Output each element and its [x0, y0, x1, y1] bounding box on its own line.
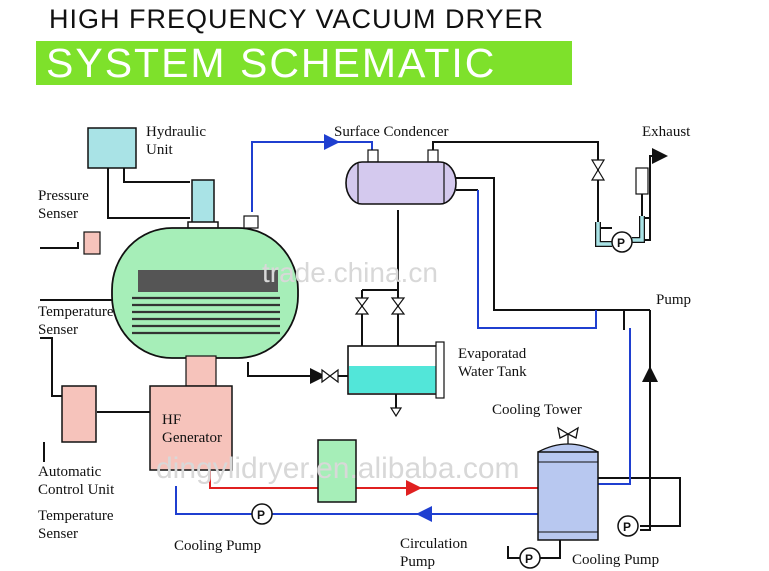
water-chiller-box [317, 439, 357, 503]
vessel-electrode-plates [132, 270, 280, 335]
vessel-outlet [243, 215, 259, 229]
evaporated-tank-label: Evaporatad [458, 346, 527, 362]
cooling-tower-label: Cooling Tower [492, 402, 582, 418]
surface-condenser-label: Surface Condencer [334, 124, 449, 140]
hydraulic-cylinder [191, 179, 215, 225]
vacuum-pump-loop-fill [596, 216, 644, 246]
circulation-pump-label-2: Pump [400, 554, 435, 570]
tank-water-level [349, 366, 439, 393]
cooling-pump-right-label: Cooling Pump [572, 552, 659, 568]
automatic-control-unit-box [61, 385, 97, 443]
tank-drain-valve [389, 407, 403, 418]
circulation-pump-label: Circulation [400, 536, 468, 552]
hf-generator-label-2: Generator [162, 430, 222, 446]
circulation-pump-icon: P [519, 547, 541, 569]
svg-text:P: P [257, 508, 265, 522]
temperature-sensor-label-2: Senser [38, 322, 78, 338]
watermark-bottom: dingylidryer.en.alibaba.com [156, 452, 520, 485]
surface-condenser-shell [345, 161, 457, 205]
temperature-sensor-bottom-label-2: Senser [38, 526, 78, 542]
cooling-pump-right-icon: P [617, 515, 639, 537]
watermark-center: trade.china.cn [262, 257, 438, 288]
hydraulic-unit-box [87, 127, 137, 169]
vessel-leg [185, 355, 217, 387]
exhaust-valve [590, 159, 606, 181]
cooling-pump-left-label: Cooling Pump [174, 538, 261, 554]
svg-text:P: P [525, 552, 533, 566]
diagram-subtitle: SYSTEM SCHEMATIC [36, 41, 572, 85]
automatic-control-label: Automatic [38, 464, 102, 480]
vacuum-vessel [111, 227, 299, 359]
exhaust-label: Exhaust [642, 124, 691, 140]
condenser-vent-nozzle [427, 149, 439, 163]
exhaust-silencer [635, 167, 649, 195]
cooling-tower [537, 443, 599, 541]
temperature-sensor-bottom-label: Temperature [38, 508, 114, 524]
pressure-sensor [83, 231, 101, 255]
evaporated-tank-label-2: Water Tank [458, 364, 527, 380]
diagram-title: HIGH FREQUENCY VACUUM DRYER [49, 4, 545, 34]
tank-inlet-valve [321, 368, 339, 384]
condenser-inlet-nozzle [367, 149, 379, 163]
pressure-sensor-label: Pressure [38, 188, 89, 204]
hf-generator-label: HF [162, 412, 181, 428]
vacuum-pump: P [611, 231, 633, 253]
blue-pipes [175, 134, 631, 522]
automatic-control-label-2: Control Unit [38, 482, 115, 498]
svg-text:P: P [623, 520, 631, 534]
pressure-sensor-label-2: Senser [38, 206, 78, 222]
cooling-pump-left-icon: P [251, 503, 273, 525]
pump-label: Pump [656, 292, 691, 308]
tank-sight-glass [435, 341, 445, 399]
svg-text:P: P [617, 236, 625, 250]
hydraulic-unit-label-2: Unit [146, 142, 174, 158]
cooling-tower-fan-icon [557, 426, 579, 444]
hf-generator-box [149, 385, 233, 471]
temperature-sensor-label: Temperature [38, 304, 114, 320]
tank-valves [354, 297, 406, 315]
hydraulic-unit-label: Hydraulic [146, 124, 206, 140]
